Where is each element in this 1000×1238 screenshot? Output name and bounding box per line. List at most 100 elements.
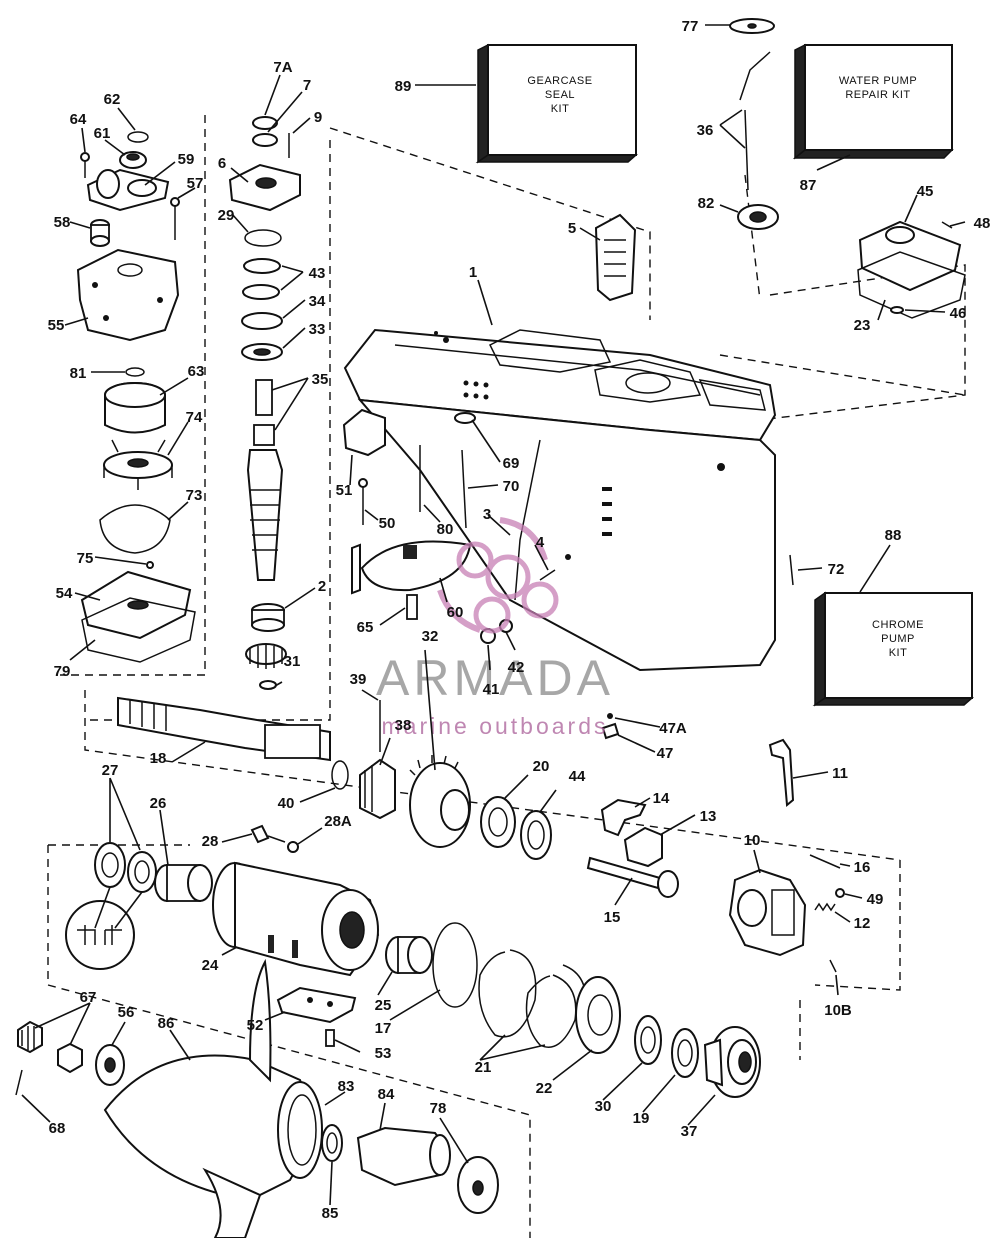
callout-label: 33 [309, 321, 326, 338]
callout-label: 20 [533, 758, 550, 775]
kit-chrome-pump[interactable]: CHROME PUMP KIT [812, 591, 974, 707]
callout-label: 89 [395, 78, 412, 95]
callout-label: 39 [350, 671, 367, 688]
callout-label: 15 [604, 909, 621, 926]
o-ring-62 [127, 131, 149, 143]
callout-label: 36 [697, 122, 714, 139]
callout-label: 31 [284, 653, 301, 670]
callout-label: 86 [158, 1015, 175, 1032]
water-pump-parts [76, 131, 196, 663]
callout-label: 44 [569, 768, 586, 785]
callout-label: 16 [854, 859, 871, 876]
watermark-tagline: marine outboards [382, 713, 609, 739]
callout-label: 28A [324, 813, 352, 830]
callout-label: 29 [218, 207, 235, 224]
callout-label: 30 [595, 1098, 612, 1115]
propeller-parts [15, 958, 499, 1238]
callout-label: 75 [77, 550, 94, 567]
callout-label: 80 [437, 521, 454, 538]
callout-label: 63 [188, 363, 205, 380]
watermark-brand: ARMADA [376, 650, 614, 706]
gearcase-housing[interactable] [343, 328, 777, 672]
callout-label: 7A [273, 59, 292, 76]
callout-label: 2 [318, 578, 326, 595]
driveshaft-parts [228, 116, 301, 690]
callout-label: 11 [832, 765, 848, 782]
callout-label: 12 [854, 915, 871, 932]
callout-label: 38 [395, 717, 412, 734]
callout-label: 1 [469, 264, 477, 281]
callout-label: 54 [56, 585, 73, 602]
housing-slots [602, 487, 612, 536]
callout-label: 34 [309, 293, 326, 310]
callout-label: 27 [102, 762, 119, 779]
callout-label: 82 [698, 195, 715, 212]
callout-label: 28 [202, 833, 219, 850]
callout-label: 70 [503, 478, 520, 495]
callout-label: 77 [682, 18, 699, 35]
callout-label: 21 [475, 1059, 492, 1076]
callout-label: 60 [447, 604, 464, 621]
callout-label: 59 [178, 151, 195, 168]
callout-label: 13 [700, 808, 717, 825]
kit-gearcase-seal[interactable]: GEARCASE SEAL KIT [475, 43, 638, 164]
upper-right-parts [594, 18, 966, 319]
callout-label: 65 [357, 619, 374, 636]
callout-label: 55 [48, 317, 65, 334]
callout-labels: 77 89 87 88 7A 7 9 62 64 61 59 57 58 55 … [48, 18, 991, 1222]
armada-logo-icon [437, 517, 559, 634]
kit-label-line: WATER PUMP [839, 75, 917, 87]
callout-label: 37 [681, 1123, 698, 1140]
callout-label: 24 [202, 957, 219, 974]
callout-label: 61 [94, 125, 111, 142]
callout-label: 45 [917, 183, 934, 200]
callout-label: 25 [375, 997, 392, 1014]
kit-label-line: REPAIR KIT [845, 89, 910, 101]
callout-label: 22 [536, 1080, 553, 1097]
callout-label: 62 [104, 91, 121, 108]
callout-label: 40 [278, 795, 295, 812]
callout-label: 32 [422, 628, 439, 645]
callout-label: 56 [118, 1004, 135, 1021]
bearing-carrier-parts [65, 824, 761, 1098]
callout-label: 6 [218, 155, 226, 172]
callout-label: 78 [430, 1100, 447, 1117]
housing-ports [434, 331, 725, 471]
callout-label: 85 [322, 1205, 339, 1222]
kit-label-line: KIT [551, 103, 570, 115]
middle-parts [342, 408, 794, 740]
callout-label: 18 [150, 750, 167, 767]
callout-label: 9 [314, 109, 322, 126]
armada-watermark: ARMADA marine outboards [376, 517, 614, 739]
callout-label: 49 [867, 891, 884, 908]
callout-label: 35 [312, 371, 329, 388]
propshaft-parts [117, 696, 552, 860]
callout-label: 68 [49, 1120, 66, 1137]
kit-label-line: GEARCASE [527, 75, 592, 87]
callout-label: 81 [70, 365, 87, 382]
callout-label: 87 [800, 177, 817, 194]
callout-label: 43 [309, 265, 326, 282]
callout-label: 69 [503, 455, 520, 472]
callout-label: 83 [338, 1078, 355, 1095]
callout-label: 17 [375, 1020, 392, 1037]
callout-label: 51 [336, 482, 353, 499]
callout-label: 47A [659, 720, 687, 737]
callout-label: 73 [186, 487, 203, 504]
callout-label: 88 [885, 527, 902, 544]
callout-label: 47 [657, 745, 674, 762]
callout-label: 64 [70, 111, 87, 128]
shift-parts [586, 738, 845, 973]
kit-water-pump[interactable]: WATER PUMP REPAIR KIT [792, 43, 954, 160]
callout-label: 84 [378, 1086, 395, 1103]
callout-label: 19 [633, 1110, 650, 1127]
callout-label: 79 [54, 663, 71, 680]
callout-label: 72 [828, 561, 845, 578]
callout-label: 67 [80, 989, 97, 1006]
callout-label: 50 [379, 515, 396, 532]
leader-lines [21, 24, 966, 1206]
callout-label: 57 [187, 175, 204, 192]
callout-label: 46 [950, 305, 967, 322]
callout-label: 48 [974, 215, 991, 232]
